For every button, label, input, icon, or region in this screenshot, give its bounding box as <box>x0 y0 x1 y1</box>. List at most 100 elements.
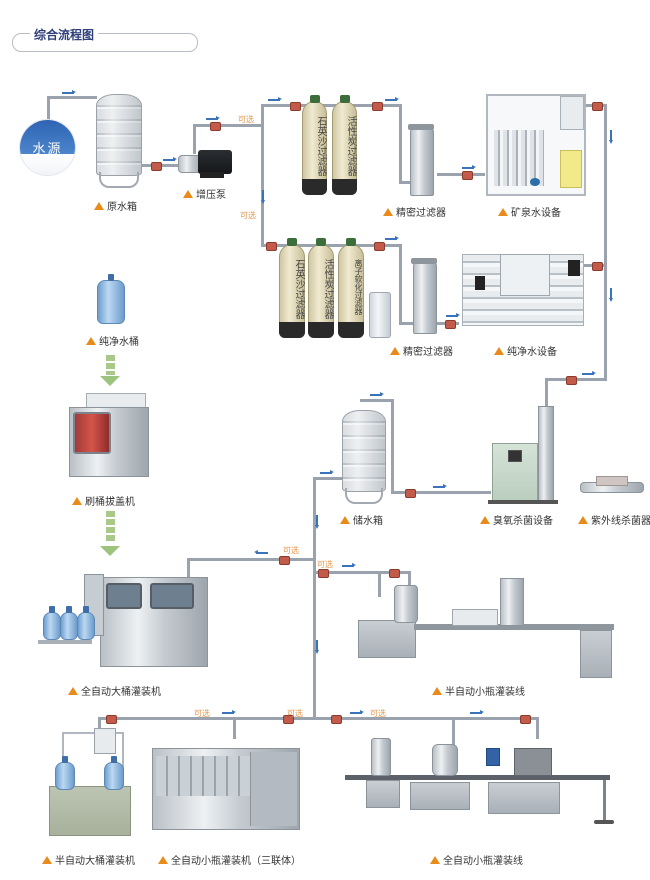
storage-tank-image <box>342 410 386 492</box>
water-source: 水源 <box>20 120 75 175</box>
capping-box <box>452 609 498 626</box>
ro-control-panel <box>500 254 550 296</box>
bucket-icon <box>104 756 124 790</box>
line-stand-foot <box>594 820 614 824</box>
flow-arrow-icon <box>315 640 319 654</box>
pipe <box>437 173 485 176</box>
valve <box>279 556 290 565</box>
pipe <box>47 96 97 99</box>
pipe <box>452 717 455 747</box>
optional-tag: 可选 <box>283 546 299 555</box>
flow-arrow-icon <box>446 313 460 317</box>
pipe <box>261 104 264 246</box>
warning-triangle-icon <box>383 207 393 216</box>
warning-triangle-icon <box>42 855 52 864</box>
warning-triangle-icon <box>340 515 350 524</box>
activated-carbon-filter-image: 活性炭过滤器 <box>332 95 357 195</box>
semi-auto-bottle-line-image <box>358 620 416 658</box>
optional-tag: 可选 <box>238 115 254 124</box>
purified-bucket-label: 纯净水桶 <box>86 333 139 348</box>
valve <box>290 102 301 111</box>
filler-block <box>514 748 552 776</box>
warning-triangle-icon <box>432 686 442 695</box>
ro-housing-right <box>568 260 580 276</box>
valve <box>520 715 531 724</box>
ozone-sterilizer-label: 臭氧杀菌设备 <box>480 512 553 527</box>
page-title: 综合流程图 <box>30 26 99 43</box>
valve <box>283 715 294 724</box>
labeler <box>500 578 524 626</box>
pipe <box>313 477 343 480</box>
warning-triangle-icon <box>430 855 440 864</box>
precision-filter-top-label: 精密过滤器 <box>383 204 446 219</box>
pump-motor <box>198 150 232 174</box>
green-flow-arrow-icon <box>106 511 115 541</box>
valve <box>592 102 603 111</box>
warning-triangle-icon <box>158 855 168 864</box>
ozone-base <box>488 500 558 504</box>
blue-pump <box>530 178 540 186</box>
valve <box>331 715 342 724</box>
uv-sterilizer-label: 紫外线杀菌器 <box>578 512 650 527</box>
pipe <box>399 181 411 184</box>
flow-arrow-icon <box>350 710 364 714</box>
warning-triangle-icon <box>94 201 104 210</box>
control-panel <box>560 96 584 130</box>
ion-softening-filter-image: 离子软化过滤器 <box>338 238 364 338</box>
auto-barrel-filler-label: 全自动大桶灌装机 <box>68 683 161 698</box>
warning-triangle-icon <box>578 515 588 524</box>
flow-arrow-icon <box>163 157 177 161</box>
filler-glass <box>156 756 252 796</box>
pipe <box>47 96 50 122</box>
pipe <box>98 717 101 737</box>
pipe <box>391 399 394 493</box>
pure-water-equipment-label: 纯净水设备 <box>494 343 557 358</box>
pipe <box>233 717 236 739</box>
bucket-washer-decapper-label: 刷桶拔盖机 <box>72 493 135 508</box>
pipe <box>408 571 411 591</box>
pipe <box>313 571 411 574</box>
flow-arrow-icon <box>206 116 220 120</box>
warning-triangle-icon <box>480 515 490 524</box>
warning-triangle-icon <box>68 686 78 695</box>
pipe <box>193 124 196 154</box>
flow-arrow-icon <box>609 130 613 144</box>
optional-tag: 可选 <box>240 211 256 220</box>
bucket-icon <box>60 606 78 640</box>
optional-tag: 可选 <box>370 709 386 718</box>
flow-arrow-icon <box>268 97 282 101</box>
green-flow-arrow-head-icon <box>100 546 120 556</box>
filler-window-left <box>106 583 142 609</box>
precision-filter-bottom-label: 精密过滤器 <box>390 343 453 358</box>
semi-auto-bottle-line-label: 半自动小瓶灌装线 <box>432 683 525 698</box>
ozone-column <box>538 406 554 504</box>
optional-tag: 可选 <box>317 560 333 569</box>
blue-control-box <box>486 748 500 766</box>
flow-arrow-icon <box>582 371 596 375</box>
pipe <box>399 322 413 325</box>
warning-triangle-icon <box>72 496 82 505</box>
pipe <box>261 244 401 247</box>
pipe <box>536 717 539 739</box>
bucket-table <box>38 640 92 644</box>
valve <box>266 242 277 251</box>
flow-arrow-icon <box>315 515 319 529</box>
pipe <box>399 244 402 324</box>
quartz-sand-filter-image: 石英沙过滤器 <box>302 95 327 195</box>
pipe <box>313 477 316 717</box>
uv-box <box>596 476 628 486</box>
line-cabinet <box>580 630 612 678</box>
raw-water-tank-label: 原水箱 <box>94 198 137 213</box>
rinser-head <box>432 744 458 776</box>
pump-base <box>200 172 224 178</box>
storage-tank-label: 储水箱 <box>340 512 383 527</box>
yellow-tank <box>560 150 582 188</box>
flow-arrow-icon <box>261 190 265 204</box>
semi-auto-barrel-filler-label: 半自动大桶灌装机 <box>42 852 135 867</box>
pipe <box>98 717 538 720</box>
pipe <box>360 399 393 402</box>
optional-tag: 可选 <box>287 709 303 718</box>
filler-window-right <box>150 583 194 609</box>
tube-bank <box>494 130 544 186</box>
line-station-1 <box>366 780 400 808</box>
